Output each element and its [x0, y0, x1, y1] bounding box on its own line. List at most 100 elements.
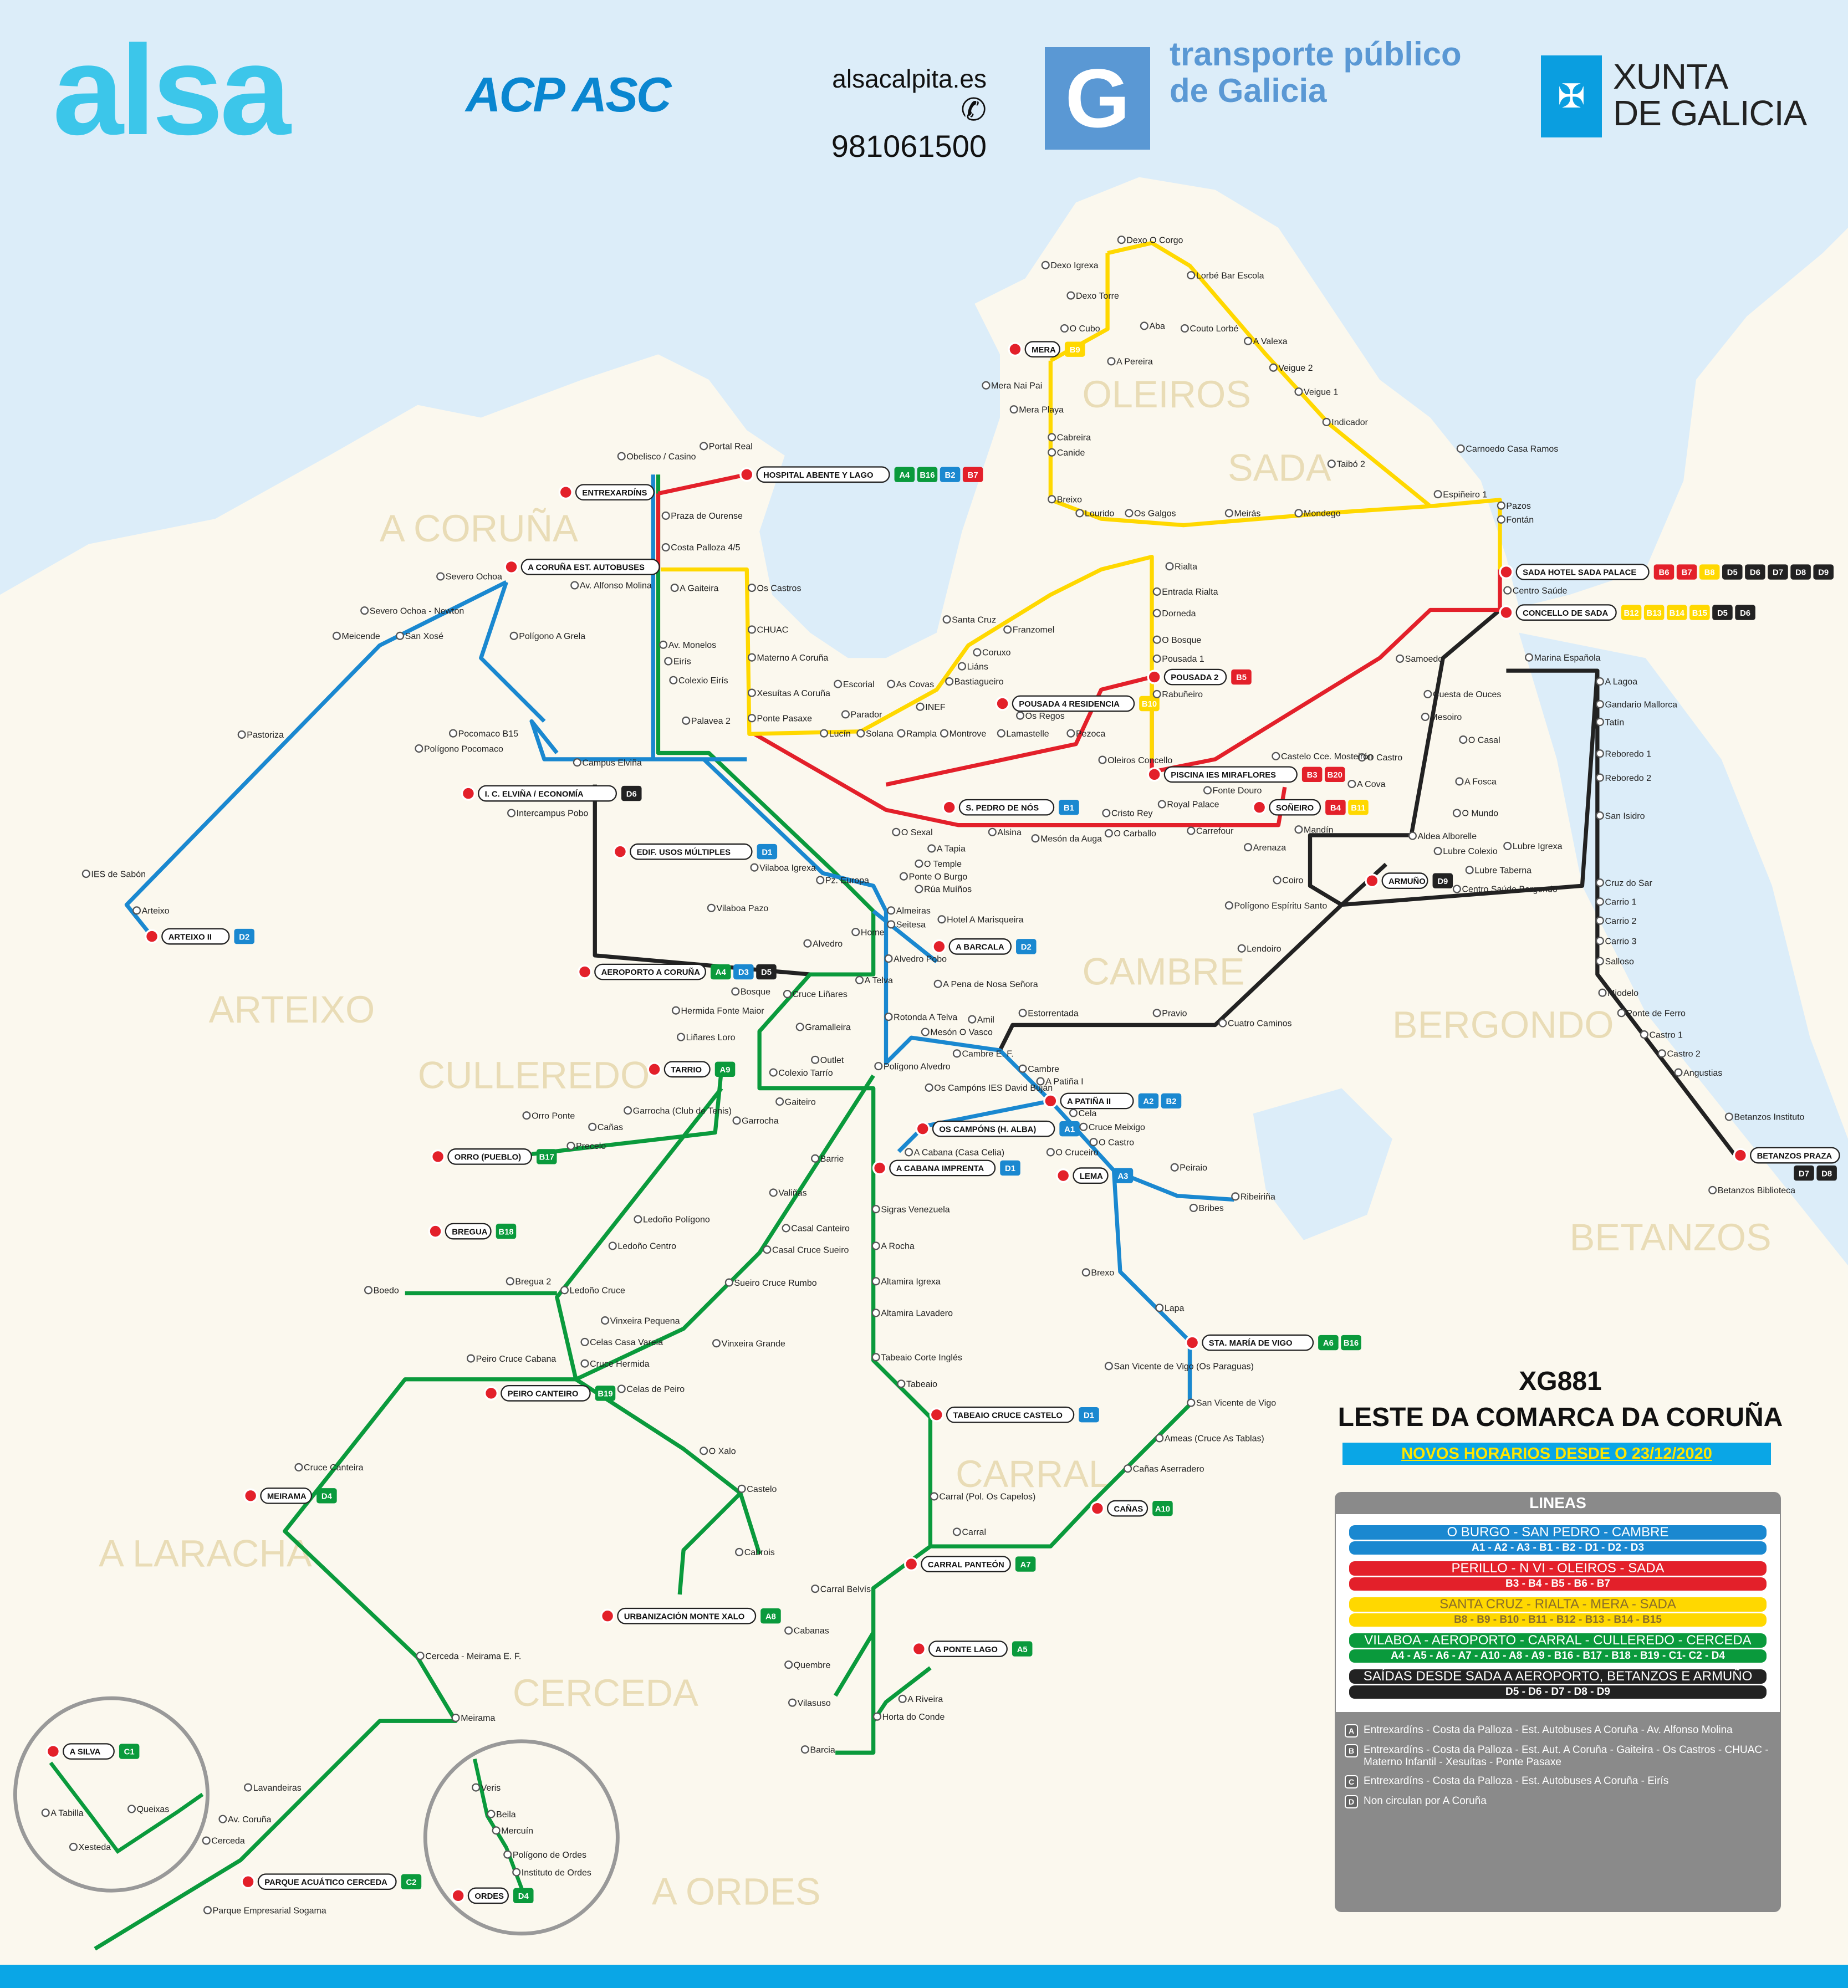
stop-marker[interactable] — [202, 1836, 211, 1845]
stop-label[interactable]: Carrio 3 — [1605, 937, 1637, 946]
stop-marker[interactable] — [617, 1384, 626, 1393]
stop-marker[interactable] — [1595, 718, 1604, 727]
stop-label[interactable]: Meirama — [461, 1714, 495, 1723]
stop-label[interactable]: A Fosca — [1464, 778, 1497, 787]
stop-label[interactable]: Reboredo 1 — [1605, 749, 1652, 759]
stop-marker[interactable] — [899, 872, 908, 881]
stop-marker[interactable] — [851, 928, 860, 937]
stop-label[interactable]: Barcia — [810, 1745, 835, 1755]
stop-label[interactable]: Vilaboa Pazo — [716, 904, 768, 913]
stop-label[interactable]: Castelo Cce. Mosteirón — [1281, 752, 1373, 762]
stop-label[interactable]: Severo Ochoa — [446, 573, 502, 582]
stop-label[interactable]: A Gaiteira — [680, 584, 718, 593]
stop-label[interactable]: Mera Nai Pai — [991, 381, 1042, 391]
stop-marker[interactable] — [1452, 809, 1461, 817]
stop-marker[interactable] — [1125, 509, 1134, 518]
stop-marker[interactable] — [218, 1815, 227, 1823]
stop-marker[interactable] — [887, 920, 896, 929]
stop-marker[interactable] — [1031, 834, 1040, 843]
stop-label[interactable]: Cruz do Sar — [1605, 878, 1653, 888]
stop-marker[interactable] — [1423, 689, 1432, 698]
stop-marker[interactable] — [800, 1745, 809, 1754]
stop-label[interactable]: Estorrentada — [1028, 1009, 1079, 1018]
stop-marker[interactable] — [1048, 448, 1056, 457]
stop-marker[interactable] — [816, 876, 825, 885]
stop-label[interactable]: Celas Casa Vareia — [590, 1338, 663, 1347]
stop-marker[interactable] — [915, 885, 923, 893]
stop-marker[interactable] — [487, 1810, 496, 1818]
stop-label[interactable]: Cuesta de Ouces — [1433, 690, 1501, 699]
stop-marker[interactable] — [1503, 586, 1512, 595]
stop-label[interactable]: Couto Lorbé — [1190, 324, 1239, 334]
stop-label[interactable]: Portal Real — [709, 442, 753, 452]
stop-marker[interactable] — [448, 729, 458, 738]
stop-marker[interactable] — [507, 809, 516, 817]
stop-label[interactable]: Escorial — [843, 680, 875, 689]
stop-label[interactable]: Miodelo — [1607, 989, 1638, 998]
stop-marker[interactable] — [1327, 459, 1336, 468]
stop-marker[interactable] — [1060, 324, 1069, 333]
stop-label[interactable]: Intercampus Pobo — [517, 809, 589, 819]
stop-marker[interactable] — [466, 1354, 476, 1363]
stop-marker[interactable] — [1187, 271, 1196, 280]
stop-label[interactable]: Bregua 2 — [515, 1277, 551, 1287]
stop-marker[interactable] — [1640, 1030, 1648, 1039]
stop-label[interactable]: Ledoño Cruce — [570, 1286, 625, 1295]
stop-label[interactable]: Materno A Coruña — [757, 653, 829, 663]
stop-marker[interactable] — [712, 1339, 721, 1348]
stop-marker[interactable] — [1433, 846, 1442, 856]
stop-label[interactable]: Obelisco / Casino — [626, 452, 696, 462]
stop-label[interactable]: Betanzos Biblioteca — [1718, 1186, 1795, 1195]
stop-marker[interactable] — [1018, 1009, 1027, 1018]
stop-marker[interactable] — [1117, 236, 1126, 244]
stop-label[interactable]: Bosque — [741, 988, 770, 997]
stop-marker[interactable] — [700, 442, 708, 451]
stop-label[interactable]: Vilasuso — [798, 1699, 831, 1708]
stop-label[interactable]: O Mundo — [1462, 809, 1499, 819]
stop-label[interactable]: Altamira Lavadero — [881, 1309, 953, 1318]
stop-label[interactable]: Xesteda — [79, 1843, 111, 1852]
website-link[interactable]: alsacalpita.es — [832, 64, 987, 93]
stop-marker[interactable] — [1187, 1398, 1196, 1407]
stop-marker[interactable] — [783, 989, 792, 999]
stop-label[interactable]: Parque Empresarial Sogama — [213, 1906, 326, 1915]
stop-marker[interactable] — [737, 1484, 746, 1493]
stop-label[interactable]: Lubre Colexio — [1443, 847, 1498, 856]
stop-marker[interactable] — [415, 744, 423, 753]
stop-label[interactable]: Lubre Igrexa — [1513, 842, 1563, 851]
stop-marker[interactable] — [769, 1188, 778, 1197]
stop-marker[interactable] — [1525, 653, 1534, 662]
stop-marker[interactable] — [871, 1241, 880, 1250]
stop-marker[interactable] — [1104, 1362, 1113, 1371]
stop-label[interactable]: Cabrois — [744, 1548, 775, 1557]
stop-label[interactable]: Rialta — [1175, 562, 1197, 571]
stop-label[interactable]: Peiro Cruce Cabana — [476, 1355, 557, 1364]
stop-label[interactable]: Oleiros Concello — [1107, 756, 1172, 765]
stop-label[interactable]: A Rocha — [881, 1242, 914, 1251]
stop-marker[interactable] — [1107, 357, 1116, 366]
stop-marker[interactable] — [1595, 878, 1604, 887]
stop-label[interactable]: Seitesa — [896, 921, 926, 930]
stop-label[interactable]: Lamastelle — [1006, 729, 1049, 739]
stop-marker[interactable] — [1503, 841, 1512, 850]
stop-marker[interactable] — [1595, 937, 1604, 946]
stop-marker[interactable] — [916, 702, 925, 711]
stop-marker[interactable] — [997, 729, 1005, 738]
stop-label[interactable]: Carrio 2 — [1605, 917, 1637, 926]
stop-marker[interactable] — [472, 1783, 481, 1792]
stop-label[interactable]: A Pena de Nosa Señora — [943, 980, 1038, 989]
stop-marker[interactable] — [841, 710, 850, 719]
stop-marker[interactable] — [624, 1106, 632, 1115]
stop-marker[interactable] — [132, 906, 141, 915]
stop-marker[interactable] — [1269, 363, 1278, 372]
stop-label[interactable]: Ledoño Polígono — [643, 1215, 710, 1225]
stop-marker[interactable] — [1231, 1192, 1240, 1201]
stop-label[interactable]: Tatín — [1605, 718, 1625, 727]
